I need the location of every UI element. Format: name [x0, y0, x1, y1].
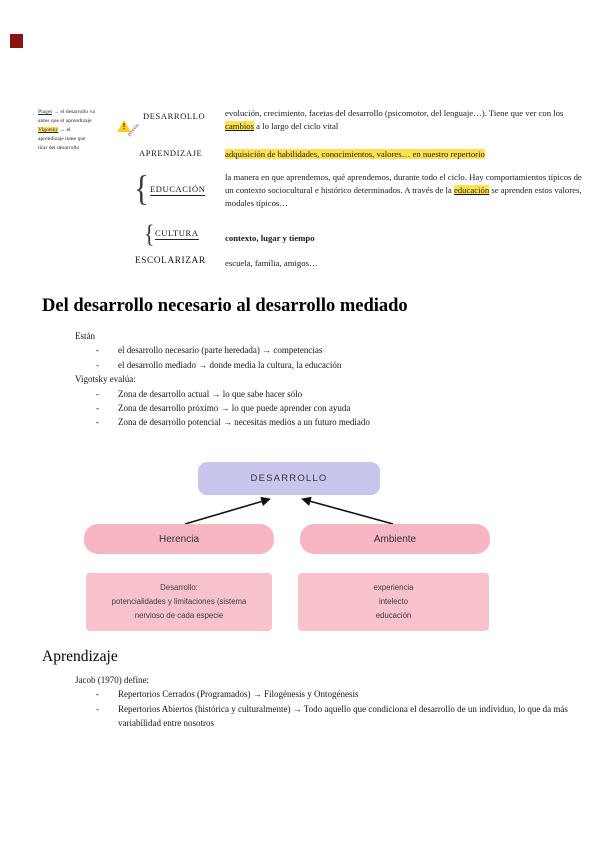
- highlighted-text: cambios: [225, 121, 254, 131]
- brace-icon: {: [134, 168, 149, 209]
- bullet-item: - el desarrollo necesario (parte heredad…: [75, 343, 583, 357]
- bullet-text: Zona de desarrollo potencial → necesitas…: [118, 417, 370, 428]
- detail-line: experiencia: [373, 583, 414, 592]
- margin-note-author: Vigotsky: [38, 126, 59, 133]
- definition-text: escuela, familia, amigos…: [225, 258, 318, 268]
- warning-exclamation: !: [122, 122, 126, 131]
- margin-note-line: tirar del desarrollo: [38, 144, 80, 151]
- arrow-right-icon: [301, 496, 394, 525]
- detail-line: nervioso de cada especie: [134, 611, 224, 620]
- highlighted-text: adquisición de habilidades, conocimiento…: [225, 149, 485, 159]
- term-desarrollo: DESARROLLO: [143, 111, 206, 121]
- margin-note-text: → el: [58, 126, 71, 133]
- margin-note-text: → el desarrollo va: [51, 109, 95, 115]
- paragraph: Están: [75, 331, 95, 341]
- bullet-marker: -: [96, 388, 99, 399]
- margin-note-line: antes que el aprendizaje: [38, 117, 92, 124]
- definition-text: la manera en que aprendemos, qué aprende…: [225, 172, 582, 195]
- definition-educacion: la manera en que aprendemos, qué aprende…: [225, 171, 588, 210]
- bullet-marker: -: [96, 345, 99, 356]
- section-heading-aprendizaje: Aprendizaje: [42, 648, 118, 665]
- bullet-marker: -: [96, 403, 99, 414]
- section1-body: Están - el desarrollo necesario (parte h…: [75, 329, 583, 430]
- term-aprendizaje: APRENDIZAJE: [139, 148, 203, 158]
- paragraph: Vigotsky evalúa:: [75, 374, 136, 385]
- definition-cultura: contexto, lugar y tiempo: [225, 232, 588, 245]
- section2-body: Jacob (1970) define: - Repertorios Cerra…: [75, 673, 583, 731]
- definition-text: contexto, lugar y tiempo: [225, 233, 315, 243]
- detail-line: Desarrollo:: [160, 583, 198, 592]
- diagram-node-desarrollo: DESARROLLO: [198, 462, 380, 495]
- diagram-detail-herencia: Desarrollo: potencialidades y limitacion…: [86, 573, 272, 631]
- bullet-item: - el desarrollo mediado → donde media la…: [75, 358, 583, 372]
- bullet-text: el desarrollo necesario (parte heredada)…: [118, 345, 323, 356]
- highlighted-text: educación: [453, 185, 490, 195]
- bullet-text: el desarrollo mediado → donde media la c…: [118, 359, 342, 370]
- definition-escolarizar: escuela, familia, amigos…: [225, 257, 588, 270]
- margin-note-line: Piaget → el desarrollo va: [38, 108, 134, 117]
- bullet-text: Repertorios Cerrados (Programados) → Fil…: [118, 689, 359, 700]
- bullet-marker: -: [96, 417, 99, 428]
- diagram-node-herencia: Herencia: [84, 524, 274, 554]
- diagram-detail-ambiente: experiencia intelecto educación: [298, 573, 489, 631]
- bullet-marker: -: [96, 703, 99, 714]
- bullet-marker: -: [96, 359, 99, 370]
- definition-desarrollo: evolución, crecimiento, facetas del desa…: [225, 107, 588, 133]
- margin-note-line: Vigotsky → el: [38, 126, 134, 135]
- detail-line: potencialidades y limitaciones (sistema: [111, 597, 247, 606]
- term-escolarizar: ESCOLARIZAR: [135, 256, 206, 266]
- diagram-node-ambiente: Ambiente: [300, 524, 490, 554]
- red-square-logo: [10, 34, 23, 48]
- bullet-item: - Repertorios Abiertos (histórica y cult…: [75, 702, 583, 731]
- detail-line: educación: [375, 611, 412, 620]
- bullet-text: Zona de desarrollo próximo → lo que pued…: [118, 403, 351, 414]
- bullet-item: - Zona de desarrollo potencial → necesit…: [75, 415, 583, 429]
- term-cultura: CULTURA: [155, 228, 199, 240]
- margin-note-author: Piaget: [38, 109, 52, 115]
- diagram-arrows: [184, 496, 394, 525]
- warning-triangle: [117, 120, 131, 132]
- definition-text: se aprenden estos valores, modales típic…: [225, 185, 582, 208]
- term-educacion: EDUCACIÓN: [150, 184, 206, 196]
- bullet-text: Zona de desarrollo actual → lo que sabe …: [118, 388, 303, 399]
- definition-text: evolución, crecimiento, facetas del desa…: [225, 108, 564, 118]
- definition-aprendizaje: adquisición de habilidades, conocimiento…: [225, 148, 588, 161]
- brace-icon: {: [144, 219, 155, 248]
- bullet-item: - Zona de desarrollo próximo → lo que pu…: [75, 401, 583, 415]
- detail-line: intelecto: [378, 597, 409, 606]
- bullet-text: Repertorios Abiertos (histórica y cultur…: [118, 703, 568, 729]
- bullet-marker: -: [96, 689, 99, 700]
- bullet-item: - Zona de desarrollo actual → lo que sab…: [75, 387, 583, 401]
- margin-note-line: aprendizaje tiene que: [38, 135, 86, 142]
- margin-note: Piaget → el desarrollo va antes que el a…: [38, 108, 134, 153]
- paragraph: Jacob (1970) define:: [75, 675, 149, 685]
- section-heading-desarrollo: Del desarrollo necesario al desarrollo m…: [42, 296, 408, 316]
- bullet-item: - Repertorios Cerrados (Programados) → F…: [75, 687, 583, 701]
- definition-text: a lo largo del ciclo vital: [253, 121, 339, 131]
- arrow-left-icon: [184, 496, 271, 525]
- warning-icon: !: [117, 120, 131, 133]
